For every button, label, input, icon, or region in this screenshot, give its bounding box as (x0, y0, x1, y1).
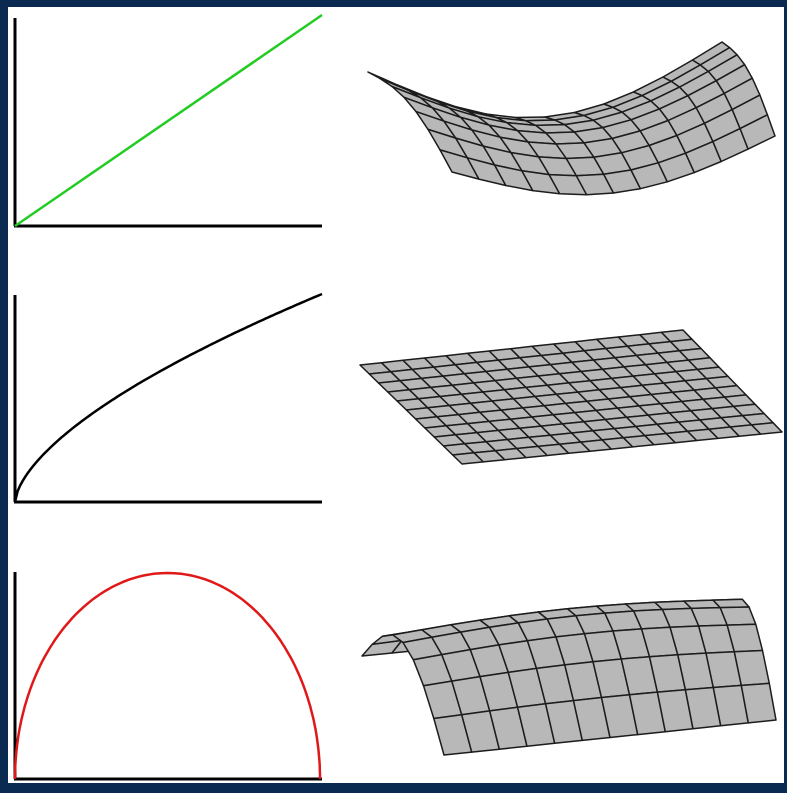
linear-curve (14, 13, 323, 228)
surface-patch (719, 606, 757, 626)
saddle-surface (367, 41, 776, 196)
square-root-curve (13, 292, 323, 503)
cylinder-surface (361, 598, 777, 756)
plot-square-root (13, 292, 323, 504)
flat-plane-surface (359, 329, 783, 465)
surface-patch (750, 421, 783, 435)
plot-semicircle (13, 571, 322, 781)
surface-patch (739, 114, 776, 150)
surface-patch (740, 682, 777, 724)
surface-patch (733, 649, 771, 687)
surface-patch (726, 623, 764, 653)
surface-patch (712, 598, 750, 609)
plot-linear (13, 13, 323, 228)
semicircle-curve (13, 571, 322, 779)
